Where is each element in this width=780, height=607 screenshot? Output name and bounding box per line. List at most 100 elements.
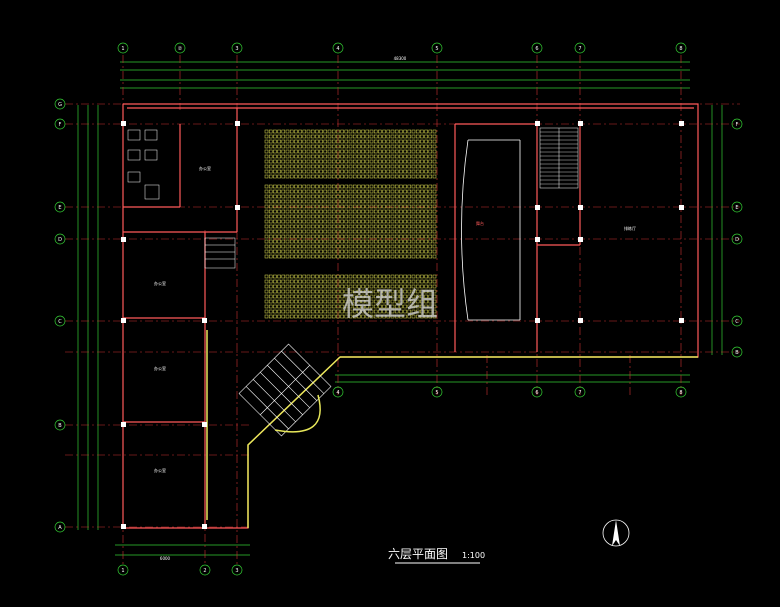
seat xyxy=(336,299,340,304)
seat xyxy=(348,194,353,199)
seat xyxy=(348,154,353,159)
seat xyxy=(411,314,416,319)
seat xyxy=(369,214,374,219)
seat xyxy=(315,154,319,159)
seat xyxy=(420,159,424,164)
seat xyxy=(394,244,399,249)
seat xyxy=(365,169,370,174)
seat xyxy=(289,194,294,199)
seat xyxy=(344,164,349,169)
seat xyxy=(369,304,374,309)
seat xyxy=(361,169,365,174)
seat xyxy=(407,299,412,304)
seat xyxy=(357,304,361,309)
seat xyxy=(281,314,286,319)
seat xyxy=(428,244,433,249)
seat xyxy=(273,274,277,279)
seat xyxy=(352,194,357,199)
seat xyxy=(344,239,349,244)
seat xyxy=(411,294,416,299)
seat xyxy=(302,214,307,219)
seat xyxy=(352,234,357,239)
seat xyxy=(264,134,269,139)
seat xyxy=(386,159,391,164)
seat xyxy=(394,144,399,149)
seat xyxy=(415,289,420,294)
seat xyxy=(357,219,361,224)
seat xyxy=(348,279,353,284)
seat xyxy=(281,244,286,249)
seat xyxy=(420,214,424,219)
seat xyxy=(386,189,391,194)
stair-right xyxy=(539,127,579,189)
seat xyxy=(411,169,416,174)
seat xyxy=(352,299,357,304)
seat xyxy=(302,164,307,169)
seat xyxy=(281,249,286,254)
seat xyxy=(336,139,340,144)
seat xyxy=(327,159,332,164)
seat xyxy=(285,239,290,244)
seat xyxy=(336,189,340,194)
seat xyxy=(277,159,281,164)
room-label-stage: 舞台 xyxy=(476,220,484,226)
seat xyxy=(298,154,302,159)
seat xyxy=(394,184,399,189)
seat xyxy=(273,199,277,204)
seat xyxy=(268,224,273,229)
grid-bubble-bottom-left-0-circle xyxy=(117,564,129,576)
seat xyxy=(424,139,428,144)
seat xyxy=(310,234,315,239)
seat xyxy=(348,144,353,149)
seat xyxy=(294,174,298,179)
seat xyxy=(285,214,290,219)
seat xyxy=(352,219,357,224)
seat xyxy=(344,309,349,314)
seat xyxy=(386,274,391,279)
seat xyxy=(331,304,336,309)
seat xyxy=(344,254,349,259)
seat xyxy=(394,164,399,169)
seat xyxy=(273,254,277,259)
seat xyxy=(348,254,353,259)
seat xyxy=(302,194,307,199)
seat xyxy=(323,314,328,319)
seat xyxy=(306,184,311,189)
seat xyxy=(373,279,378,284)
seat xyxy=(382,204,386,209)
seat xyxy=(399,214,403,219)
seat xyxy=(340,309,344,314)
seat xyxy=(357,229,361,234)
seat xyxy=(428,209,433,214)
seat xyxy=(403,144,407,149)
seat xyxy=(407,169,412,174)
seat xyxy=(277,184,281,189)
seat xyxy=(386,314,391,319)
seat xyxy=(411,129,416,134)
seat xyxy=(302,209,307,214)
seat xyxy=(310,159,315,164)
seat xyxy=(306,134,311,139)
seat xyxy=(323,154,328,159)
seat xyxy=(386,284,391,289)
seat xyxy=(403,284,407,289)
seat xyxy=(348,304,353,309)
seat xyxy=(281,174,286,179)
seat xyxy=(264,239,269,244)
seat xyxy=(394,304,399,309)
seat xyxy=(331,209,336,214)
seat xyxy=(394,249,399,254)
seat xyxy=(285,164,290,169)
seat xyxy=(420,299,424,304)
seat xyxy=(352,254,357,259)
seat xyxy=(281,139,286,144)
seat xyxy=(424,314,428,319)
seat xyxy=(268,129,273,134)
seat xyxy=(369,154,374,159)
seat xyxy=(294,169,298,174)
grid-bubble-left-1-circle xyxy=(54,118,66,130)
seat xyxy=(390,214,395,219)
seat xyxy=(365,314,370,319)
seat xyxy=(411,149,416,154)
seat xyxy=(264,294,269,299)
